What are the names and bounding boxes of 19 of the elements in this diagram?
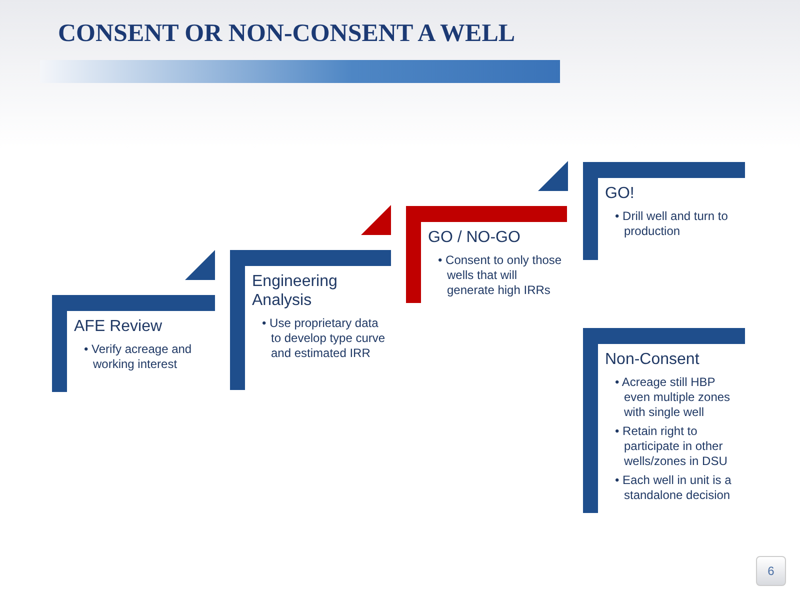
bullet-text: • Each well in unit is a standalone decision — [615, 473, 732, 503]
process-step-box — [583, 328, 745, 513]
slide-title: CONSENT OR NON-CONSENT A WELL — [58, 20, 516, 48]
bullet-text: • Consent to only those wells that will generate high IRRs — [438, 253, 563, 298]
bullet-text: • Retain right to participate in other wells/zones in DSU — [615, 424, 728, 469]
process-step-box — [583, 162, 745, 260]
process-step-box — [230, 250, 391, 390]
bullet-text: • Use proprietary data to develop type curve and estimated IRR — [262, 316, 386, 361]
step-heading: Non-Consent — [605, 350, 700, 369]
step-heading: GO / NO-GO — [428, 228, 522, 247]
bullet-text: • Acreage still HBP even multiple zones with single well — [615, 375, 732, 420]
bullet-text: • Drill well and turn to production — [615, 209, 729, 239]
process-step-box — [52, 295, 215, 392]
step-heading: AFE Review — [74, 317, 164, 336]
step-heading: Engineering Analysis — [252, 272, 338, 310]
page-number: 6 — [756, 556, 786, 586]
decision-step-box — [406, 206, 567, 303]
bullet-text: • Verify acreage and working interest — [84, 342, 193, 372]
step-heading: GO! — [605, 184, 636, 203]
